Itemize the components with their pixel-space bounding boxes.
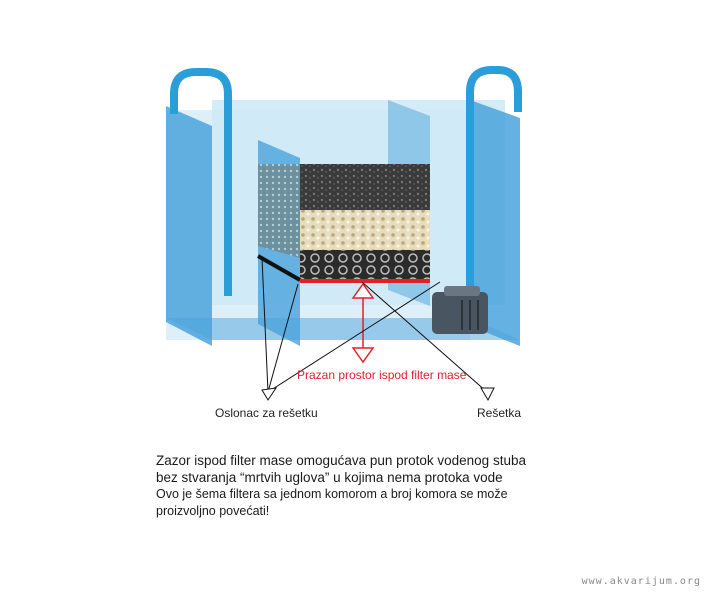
right-pipe — [466, 66, 522, 304]
caption-line-3: Ovo je šema filtera sa jednom komorom a … — [156, 487, 508, 501]
left-pipe — [170, 68, 232, 296]
empty-space-label: Prazan prostor ispod filter mase — [297, 368, 467, 382]
watermark: www.akvarijum.org — [581, 576, 701, 587]
caption-line-2: bez stvaranja “mrtvih uglova” u kojima n… — [156, 470, 503, 485]
filter-media — [258, 164, 430, 280]
left-callout-arrow-icon — [261, 387, 278, 401]
right-glass-wall — [470, 100, 520, 346]
pump-body — [432, 292, 488, 334]
pump — [432, 286, 488, 334]
sponge-layer — [300, 164, 430, 210]
left-glass-wall — [166, 106, 212, 346]
caption-line-4: proizvoljno povećati! — [156, 504, 270, 518]
ceramic-rings-layer — [300, 250, 430, 280]
tank-bottom — [166, 318, 520, 340]
caption: Zazor ispod filter mase omogućava pun pr… — [156, 452, 526, 520]
gravel-layer — [300, 210, 430, 250]
pump-top — [444, 286, 480, 296]
sponge-side — [258, 164, 300, 258]
empty-space-indicator — [351, 282, 375, 364]
right-callout-arrow-icon — [480, 387, 495, 402]
grid-support-label: Oslonac za rešetku — [215, 406, 318, 420]
down-arrow-icon — [351, 347, 375, 364]
callout-lines — [261, 257, 495, 402]
grid-support-bar — [257, 254, 301, 282]
grid-label: Rešetka — [477, 406, 522, 420]
caption-line-1: Zazor ispod filter mase omogućava pun pr… — [156, 453, 526, 468]
